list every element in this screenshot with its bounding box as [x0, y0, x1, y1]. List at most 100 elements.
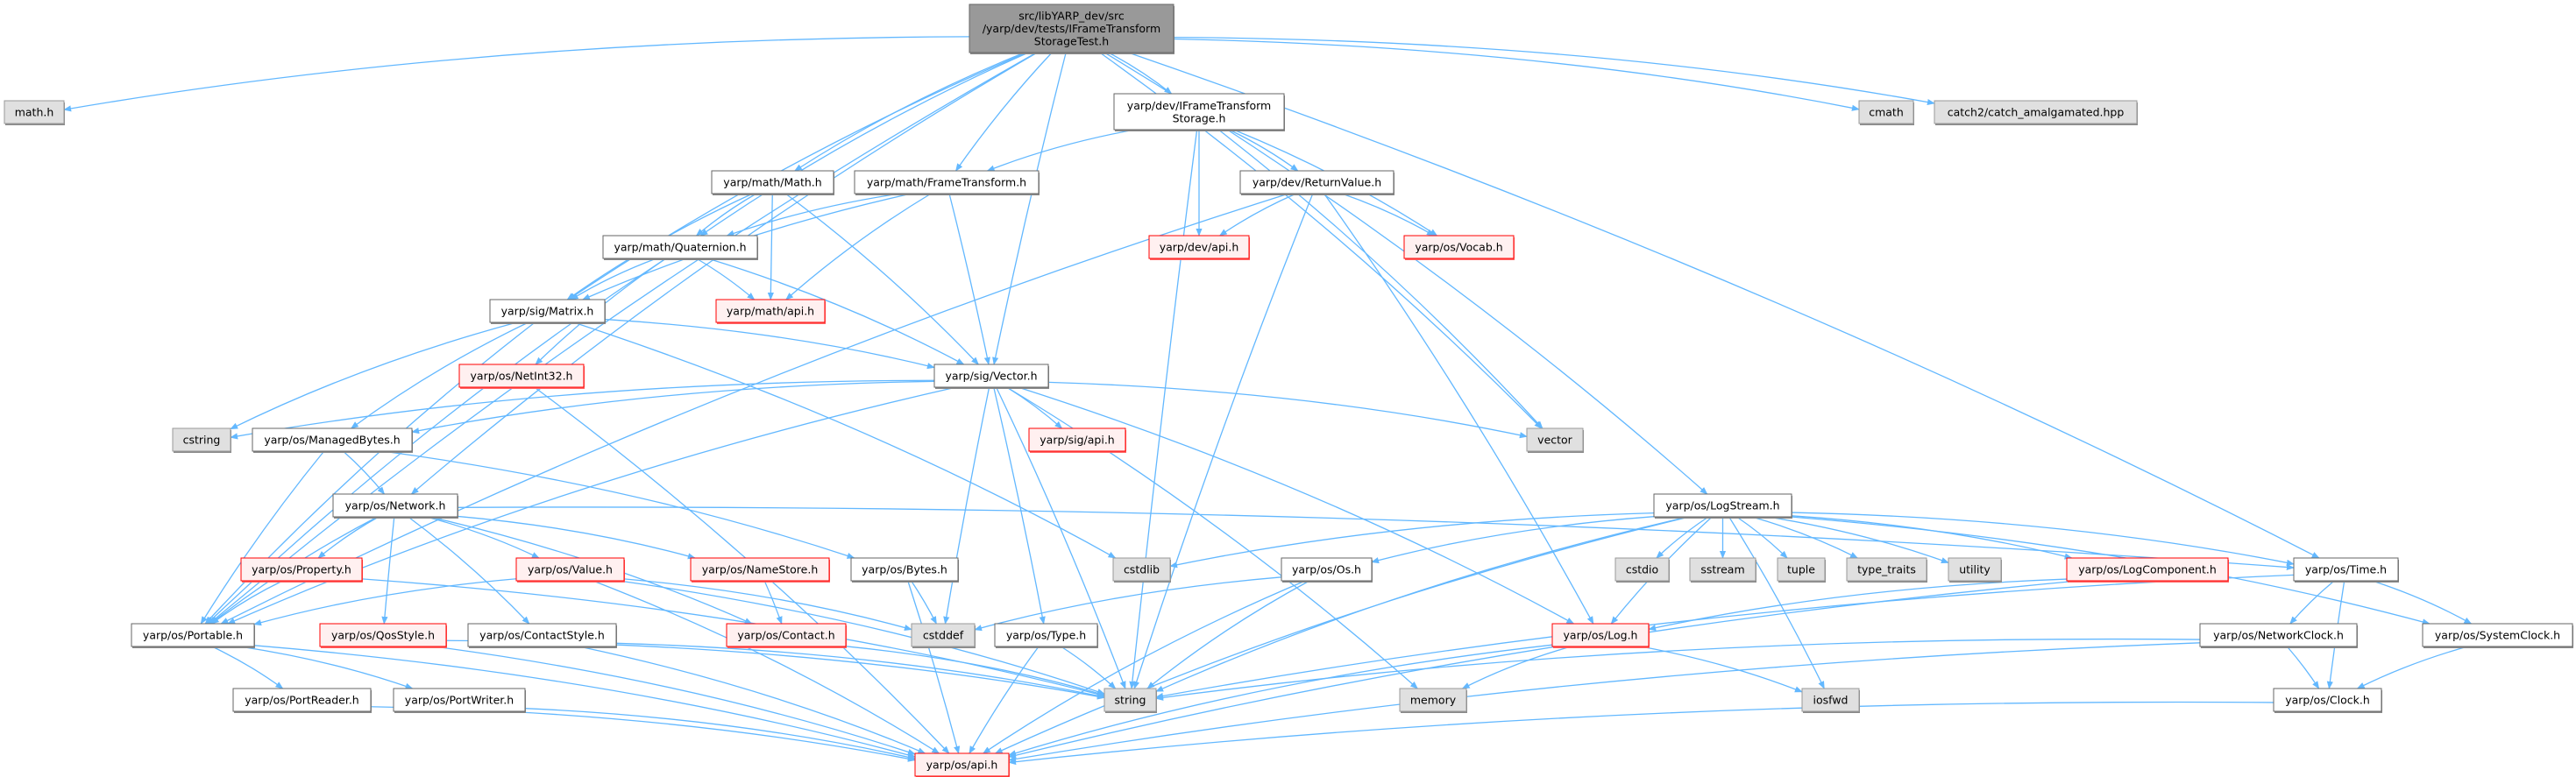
node-label: yarp/os/LogStream.h	[1665, 499, 1779, 512]
node-box	[690, 557, 830, 582]
node-label: yarp/math/Quaternion.h	[614, 241, 746, 254]
node-label: yarp/os/Property.h	[252, 563, 351, 576]
edge-root-to-network	[410, 52, 1038, 495]
node-logComponent[interactable]: yarp/os/LogComponent.h	[2066, 557, 2229, 583]
node-portWriter[interactable]: yarp/os/PortWriter.h	[393, 688, 526, 713]
node-portReader[interactable]: yarp/os/PortReader.h	[232, 688, 372, 713]
node-mathMath[interactable]: yarp/math/Math.h	[711, 170, 834, 195]
node-vocab[interactable]: yarp/os/Vocab.h	[1403, 235, 1515, 260]
edge-systemClock-to-clock	[2356, 646, 2468, 689]
node-vector_h[interactable]: yarp/sig/Vector.h	[933, 364, 1049, 389]
node-portable[interactable]: yarp/os/Portable.h	[131, 623, 255, 648]
edge-time-to-networkClock	[2289, 580, 2335, 625]
node-cstdlib: cstdlib	[1112, 557, 1171, 583]
node-time[interactable]: yarp/os/Time.h	[2293, 557, 2399, 583]
edge-qosStyle-to-osApi	[433, 646, 916, 755]
node-logStream[interactable]: yarp/os/LogStream.h	[1653, 493, 1792, 519]
node-label: yarp/os/ContactStyle.h	[479, 629, 605, 642]
node-box	[2199, 623, 2358, 647]
node-box	[1777, 557, 1826, 582]
node-root[interactable]: src/libYARP_dev/src/yarp/dev/tests/IFram…	[969, 4, 1174, 54]
node-network[interactable]: yarp/os/Network.h	[332, 493, 458, 519]
node-label: yarp/os/NetInt32.h	[471, 370, 573, 383]
node-contactStyle[interactable]: yarp/os/ContactStyle.h	[467, 623, 617, 648]
node-mathApi[interactable]: yarp/math/api.h	[715, 299, 826, 324]
node-netInt32[interactable]: yarp/os/NetInt32.h	[458, 364, 585, 389]
node-box	[1801, 688, 1860, 712]
edge-bytes-to-cstddef	[911, 580, 937, 625]
node-box	[1689, 557, 1756, 582]
edge-managedBytes-to-portable	[200, 450, 325, 625]
edge-mathMath-to-quaternion	[695, 193, 757, 237]
node-label: yarp/math/Math.h	[723, 176, 821, 189]
edge-vector_h-to-vector	[1047, 381, 1528, 439]
node-box	[467, 623, 617, 647]
node-box	[711, 170, 834, 194]
edge-network-to-contactStyle	[408, 516, 530, 625]
node-managedBytes[interactable]: yarp/os/ManagedBytes.h	[252, 427, 413, 453]
node-networkClock[interactable]: yarp/os/NetworkClock.h	[2199, 623, 2358, 648]
edge-ifts-to-string	[1129, 129, 1198, 689]
node-box	[172, 427, 231, 452]
edge-network-to-nameStore	[457, 515, 696, 560]
node-property[interactable]: yarp/os/Property.h	[240, 557, 363, 583]
node-label: src/libYARP_dev/src	[1018, 10, 1125, 23]
node-label: yarp/os/Os.h	[1292, 563, 1361, 576]
node-box	[1403, 235, 1515, 259]
node-box	[602, 235, 758, 259]
edge-type-to-string	[1061, 646, 1117, 689]
edge-root-to-frameTransform	[955, 52, 1053, 172]
node-matrix[interactable]: yarp/sig/Matrix.h	[489, 299, 606, 324]
node-bytes[interactable]: yarp/os/Bytes.h	[850, 557, 959, 583]
node-os[interactable]: yarp/os/Os.h	[1281, 557, 1373, 583]
edge-logStream-to-tuple	[1736, 516, 1788, 559]
node-label: yarp/sig/Vector.h	[945, 370, 1037, 383]
edge-frameTransform-to-quaternion	[726, 193, 900, 237]
node-label: yarp/os/SystemClock.h	[2435, 629, 2560, 642]
node-sstream: sstream	[1689, 557, 1756, 583]
edge-vector_h-to-cstring	[230, 379, 935, 440]
node-type[interactable]: yarp/os/Type.h	[994, 623, 1098, 648]
edge-bytes-to-osApi	[907, 580, 961, 754]
node-clock[interactable]: yarp/os/Clock.h	[2273, 688, 2382, 713]
node-systemClock[interactable]: yarp/os/SystemClock.h	[2422, 623, 2573, 648]
edge-log-to-iosfwd	[1640, 646, 1803, 693]
node-box	[319, 623, 447, 647]
node-label: yarp/os/Vocab.h	[1415, 241, 1502, 254]
edge-log-to-osApi	[1008, 644, 1553, 757]
node-returnValue[interactable]: yarp/dev/ReturnValue.h	[1239, 170, 1394, 195]
edge-vector_h-to-cstddef	[943, 386, 990, 625]
node-contact[interactable]: yarp/os/Contact.h	[726, 623, 847, 648]
node-label: yarp/os/Bytes.h	[862, 563, 947, 576]
node-box	[1113, 93, 1285, 131]
node-log[interactable]: yarp/os/Log.h	[1551, 623, 1650, 648]
node-label: Storage.h	[1173, 111, 1226, 124]
edge-root-to-cmath	[1173, 38, 1860, 111]
edge-quaternion-to-mathApi	[696, 258, 756, 300]
node-nameStore[interactable]: yarp/os/NameStore.h	[690, 557, 830, 583]
node-quaternion[interactable]: yarp/math/Quaternion.h	[602, 235, 758, 260]
edge-returnValue-to-log	[1323, 193, 1594, 625]
node-label: math.h	[15, 106, 54, 119]
edge-logStream-to-os	[1371, 516, 1655, 564]
node-label: yarp/os/PortWriter.h	[405, 694, 514, 707]
edge-frameTransform-to-mathApi	[785, 193, 932, 300]
node-label: yarp/math/FrameTransform.h	[867, 176, 1026, 189]
node-osApi[interactable]: yarp/os/api.h	[914, 752, 1010, 777]
node-label: /yarp/dev/tests/IFrameTransform	[983, 22, 1160, 35]
node-label: yarp/os/api.h	[926, 759, 998, 772]
edge-root-to-mathMath	[794, 52, 1025, 172]
edge-value-to-string	[619, 580, 1105, 695]
node-label: cmath	[1869, 106, 1904, 119]
edge-matrix-to-managedBytes	[350, 321, 529, 429]
node-value[interactable]: yarp/os/Value.h	[515, 557, 625, 583]
node-box	[252, 427, 413, 452]
node-sigApi[interactable]: yarp/sig/api.h	[1028, 427, 1126, 453]
node-box	[240, 557, 363, 582]
node-qosStyle[interactable]: yarp/os/QosStyle.h	[319, 623, 447, 648]
node-devApi[interactable]: yarp/dev/api.h	[1148, 235, 1250, 260]
node-frameTransform[interactable]: yarp/math/FrameTransform.h	[854, 170, 1040, 195]
node-box	[131, 623, 255, 647]
